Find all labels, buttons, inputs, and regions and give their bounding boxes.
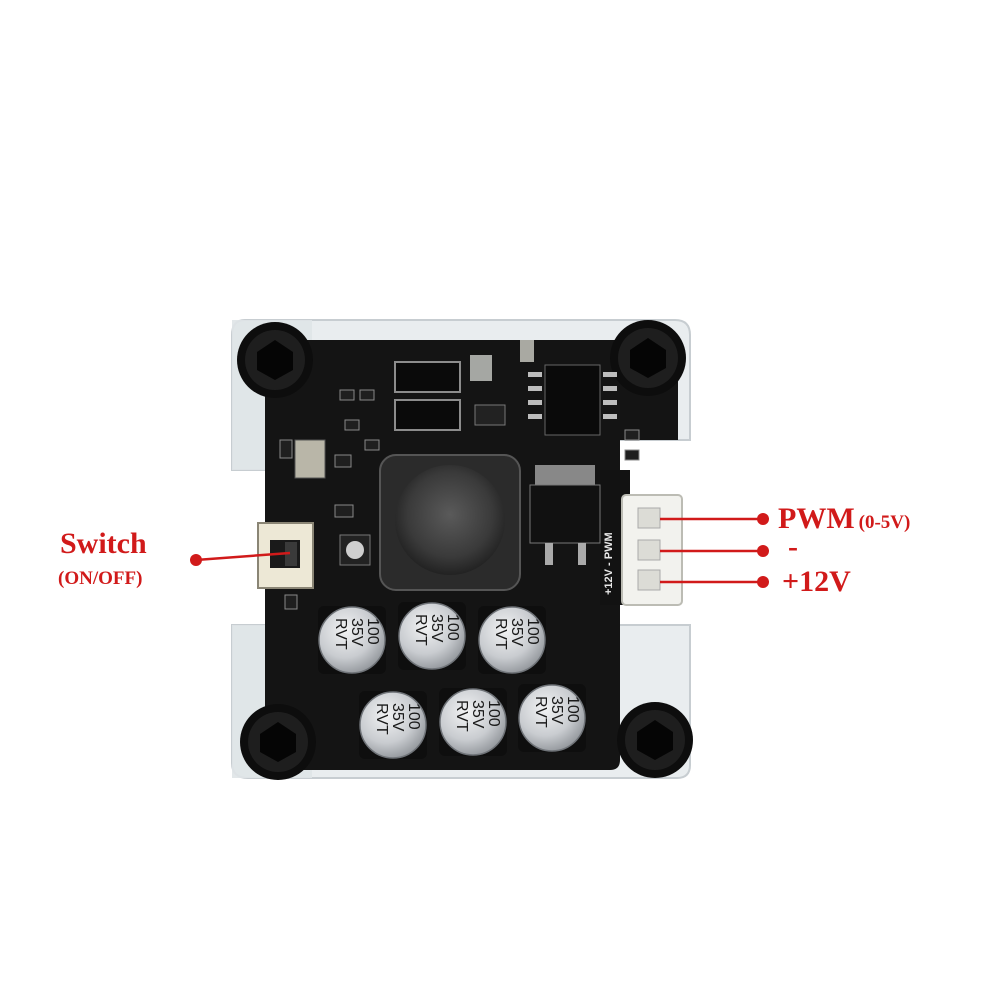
capacitor-marking: 10035VRVT (532, 696, 581, 728)
capacitor-marking: 10035VRVT (373, 703, 422, 735)
screw-top-left (237, 322, 313, 398)
capacitor-3: 10035VRVT (478, 606, 546, 674)
callout-leaders (190, 513, 769, 588)
capacitor-marking: 10035VRVT (412, 614, 461, 646)
screw-bottom-right (617, 702, 693, 778)
capacitor-marking: 10035VRVT (332, 618, 381, 650)
smd-capacitors-small (294, 340, 534, 479)
smd-diodes (394, 355, 506, 431)
header-silkscreen-text: +12V - PWM (603, 532, 615, 595)
connector-silkscreen-label: +12V - PWM (603, 532, 615, 595)
mosfet-transistor (529, 465, 601, 565)
capacitor-2: 10035VRVT (398, 602, 466, 670)
smd-passives (279, 389, 640, 610)
capacitor-6: 10035VRVT (518, 684, 586, 752)
mounting-screws (237, 320, 693, 780)
switch-label: Switch (60, 527, 147, 560)
ic-chip (528, 364, 617, 436)
switch-sublabel: (ON/OFF) (58, 568, 143, 589)
capacitor-4: 10035VRVT (359, 691, 427, 759)
capacitor-marking: 10035VRVT (492, 618, 541, 650)
pwm-range-label: (0-5V) (858, 512, 911, 533)
pwm-callout: PWM (0-5V) (778, 502, 910, 536)
trimmer-potentiometer (339, 534, 371, 566)
pwm-label: PWM (778, 502, 855, 535)
power-inductor (379, 454, 521, 591)
capacitor-5: 10035VRVT (439, 688, 507, 756)
three-pin-connector (621, 494, 683, 606)
electrolytic-capacitors: 10035VRVT 10035VRVT 10035VRVT 10035VRVT 1003… (318, 602, 586, 759)
capacitor-1: 10035VRVT (318, 606, 386, 674)
screw-bottom-left (240, 704, 316, 780)
capacitor-marking: 10035VRVT (453, 700, 502, 732)
minus-label: - (788, 530, 798, 563)
plus-12v-label: +12V (782, 565, 851, 598)
screw-top-right (610, 320, 686, 396)
